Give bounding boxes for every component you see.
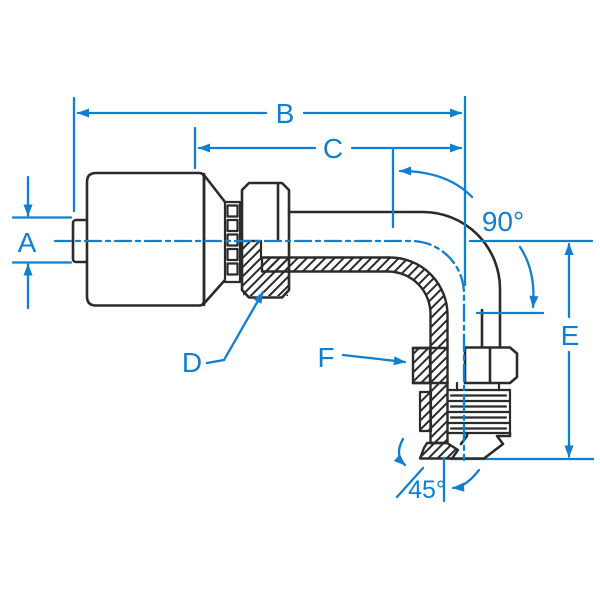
leader-D [205,290,265,365]
dimensions [11,95,594,503]
centerline [53,239,466,462]
dim-E [468,239,594,458]
label-E: E [561,320,580,351]
label-A: A [18,227,37,258]
nose-seat [450,431,512,460]
crimp-collar [223,200,242,284]
tube-end-foot-section [418,441,460,460]
label-C: C [323,133,343,164]
ferrule [85,171,206,307]
dim-90deg [391,148,545,315]
label-B: B [276,98,295,129]
dim-B [72,96,463,213]
dim-C [193,126,463,170]
thread-section-left [418,390,433,433]
tube-outer-bend [287,210,502,349]
fitting-body [71,171,519,460]
ferrule-taper-bottom [202,278,227,305]
ferrule-taper-top [202,173,227,204]
threads [446,388,512,435]
label-D: D [182,347,202,378]
leader-F [341,353,407,366]
dim-A [11,175,73,310]
label-90deg: 90° [482,206,524,237]
dimension-labels: A B C D E F 90° 45° [18,98,580,504]
label-F: F [317,342,334,373]
lower-nut-section-left [411,346,432,385]
label-45deg: 45° [408,476,446,504]
dim-45deg [393,437,481,503]
